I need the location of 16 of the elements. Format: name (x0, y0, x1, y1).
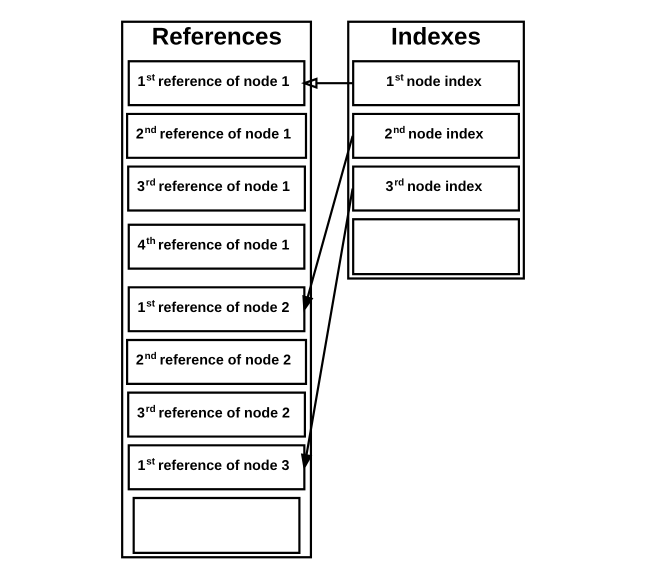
node-box (132, 496, 300, 554)
arrow (301, 77, 354, 89)
node-box: 3$^{rd}$ reference of node 1 (127, 165, 306, 212)
node-box: 1$^{st}$ reference of node 3 (128, 444, 306, 490)
node-box: 3$^{rd}$ reference of node 2 (127, 392, 306, 438)
arrow (300, 188, 354, 471)
node-box: 1$^{st}$ node index (352, 60, 520, 106)
node-box: 2$^{nd}$ node index (352, 112, 520, 159)
node-box: 3$^{rd}$ node index (352, 165, 520, 212)
arrow (302, 136, 354, 312)
node-box: 4$^{th}$ reference of node 1 (128, 224, 306, 270)
node-box: 1$^{st}$ reference of node 1 (128, 60, 306, 106)
node-box: 2$^{nd}$ reference of node 1 (126, 112, 308, 159)
node-box (352, 218, 520, 276)
node-box: 1$^{st}$ reference of node 2 (128, 286, 306, 332)
node-box: 2$^{nd}$ reference of node 2 (126, 338, 308, 385)
